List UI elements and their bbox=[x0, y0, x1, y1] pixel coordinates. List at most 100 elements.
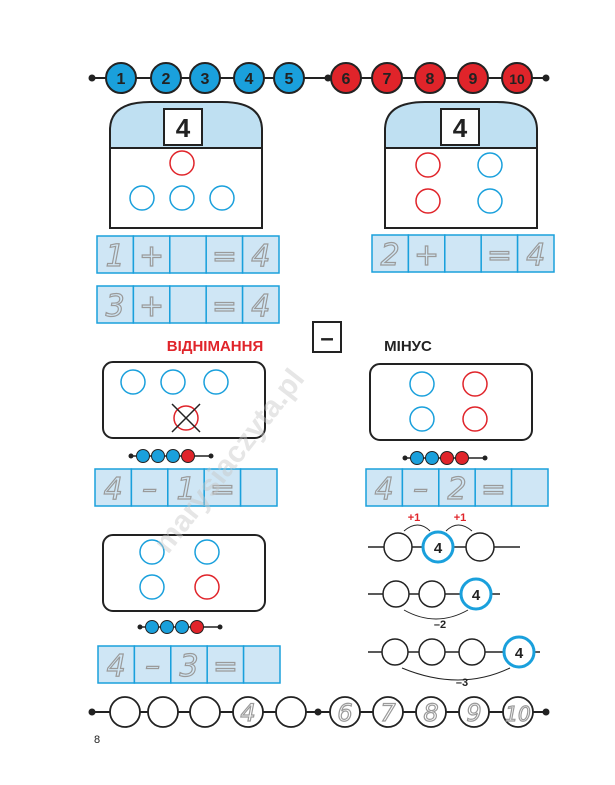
number-bead-blue bbox=[233, 62, 265, 94]
answer-cell[interactable] bbox=[169, 235, 207, 274]
house-left-number-box bbox=[163, 108, 203, 146]
number-bead-red bbox=[501, 62, 533, 94]
jump-row-3: 4 –3 bbox=[368, 635, 540, 689]
number-bead-blue bbox=[150, 62, 182, 94]
answer-cell[interactable] bbox=[401, 468, 440, 507]
traced-digit: 4 bbox=[375, 472, 394, 507]
traced-digit: 1 bbox=[176, 472, 195, 507]
answer-cell[interactable] bbox=[438, 468, 476, 507]
traced-digit: – bbox=[145, 649, 160, 684]
bead bbox=[160, 620, 174, 634]
traced-digit: = bbox=[210, 472, 235, 507]
answer-cell[interactable] bbox=[239, 468, 278, 507]
answer-cell[interactable] bbox=[169, 285, 207, 324]
answer-cell[interactable] bbox=[365, 468, 404, 507]
number-circle[interactable] bbox=[329, 696, 361, 728]
answer-cell[interactable] bbox=[241, 285, 280, 324]
answer-cell[interactable] bbox=[96, 235, 135, 274]
number-circle[interactable] bbox=[147, 696, 179, 728]
traced-digit: = bbox=[212, 289, 237, 324]
jump-row-2: 4 –2 bbox=[368, 577, 500, 631]
page-number: 8 bbox=[94, 734, 100, 746]
answer-cell[interactable] bbox=[474, 468, 513, 507]
traced-number: 10 bbox=[505, 702, 530, 726]
number-circle[interactable] bbox=[502, 696, 534, 728]
traced-number: 4 bbox=[240, 699, 255, 727]
answer-cell[interactable] bbox=[132, 285, 171, 324]
counter-circle-red bbox=[169, 150, 195, 176]
house-left-number: 4 bbox=[176, 113, 191, 143]
jump-plus-right: +1 bbox=[454, 512, 467, 524]
bead bbox=[455, 451, 469, 465]
answer-cell[interactable] bbox=[206, 645, 245, 684]
number-circle[interactable] bbox=[458, 696, 490, 728]
answer-cell[interactable] bbox=[516, 234, 555, 273]
number-circle[interactable] bbox=[415, 696, 447, 728]
traced-digit: 3 bbox=[106, 289, 125, 324]
traced-digit: 4 bbox=[104, 472, 123, 507]
jump-plus-left: +1 bbox=[408, 512, 421, 524]
traced-digit: + bbox=[139, 239, 164, 274]
jump-value: 4 bbox=[472, 587, 481, 604]
number-circle[interactable] bbox=[275, 696, 307, 728]
number-circle[interactable] bbox=[232, 696, 264, 728]
answer-cell[interactable] bbox=[371, 234, 410, 273]
answer-cell[interactable] bbox=[480, 234, 519, 273]
equation-strip-eq-right-1: 2+=4 bbox=[371, 234, 555, 274]
answer-cell[interactable] bbox=[133, 645, 172, 684]
number-circle[interactable] bbox=[372, 696, 404, 728]
number-label: 1 bbox=[117, 71, 126, 88]
traced-digit: 1 bbox=[106, 239, 125, 274]
answer-cell[interactable] bbox=[242, 645, 281, 684]
number-label: 3 bbox=[201, 71, 210, 88]
bead bbox=[425, 451, 439, 465]
number-bead-red bbox=[457, 62, 489, 94]
minus-sign: – bbox=[320, 325, 333, 352]
traced-digit: – bbox=[413, 472, 428, 507]
answer-cell[interactable] bbox=[94, 468, 133, 507]
number-label: 10 bbox=[509, 71, 525, 87]
traced-digit: = bbox=[213, 649, 238, 684]
subtraction-title: ВІДНІМАННЯ bbox=[167, 338, 263, 355]
bead-row-right-1 bbox=[402, 451, 488, 465]
answer-cell[interactable] bbox=[241, 235, 280, 274]
number-label: 7 bbox=[383, 71, 392, 88]
number-label: 8 bbox=[426, 71, 435, 88]
jump-value: 4 bbox=[515, 645, 524, 662]
bead bbox=[145, 620, 159, 634]
traced-digit: 2 bbox=[447, 472, 466, 507]
jump-minus: –2 bbox=[434, 619, 446, 631]
bead bbox=[190, 620, 204, 634]
number-label: 6 bbox=[342, 71, 351, 88]
counters-box-left-2 bbox=[102, 534, 266, 612]
equation-strip-eq-left-3: 4–1= bbox=[94, 468, 278, 508]
minus-word: МІНУС bbox=[384, 338, 432, 355]
jump-row-1: 4 +1 +1 bbox=[368, 512, 520, 564]
jump-minus: –3 bbox=[456, 677, 468, 689]
minus-sign-box bbox=[312, 321, 342, 353]
counter-circle-blue bbox=[129, 185, 155, 211]
traced-digit: 3 bbox=[179, 649, 198, 684]
number-bead-blue bbox=[273, 62, 305, 94]
counters-box-right-1 bbox=[369, 363, 533, 441]
counter-circle-blue bbox=[209, 185, 235, 211]
traced-digit: = bbox=[212, 239, 237, 274]
answer-cell[interactable] bbox=[96, 285, 135, 324]
number-bead-blue bbox=[105, 62, 137, 94]
answer-cell[interactable] bbox=[444, 234, 482, 273]
answer-cell[interactable] bbox=[510, 468, 549, 507]
traced-digit: 4 bbox=[251, 239, 270, 274]
house-right-number: 4 bbox=[453, 113, 468, 143]
traced-digit: 4 bbox=[251, 289, 270, 324]
answer-cell[interactable] bbox=[132, 235, 171, 274]
number-circle[interactable] bbox=[109, 696, 141, 728]
answer-cell[interactable] bbox=[205, 285, 244, 324]
traced-digit: = bbox=[481, 472, 506, 507]
answer-cell[interactable] bbox=[203, 468, 242, 507]
house-left: 4 bbox=[109, 101, 263, 229]
counter-circle-red bbox=[415, 188, 441, 214]
number-circle[interactable] bbox=[189, 696, 221, 728]
traced-digit: 4 bbox=[107, 649, 126, 684]
